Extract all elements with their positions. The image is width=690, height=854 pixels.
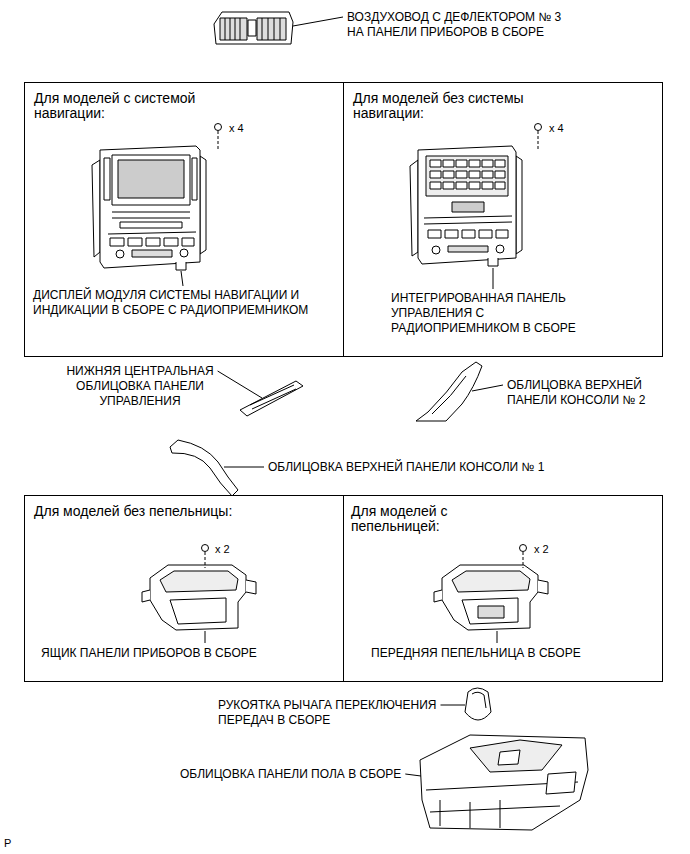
leader-line: [181, 271, 183, 286]
ashtray-figure: [434, 565, 548, 630]
navigation-unit-figure: [92, 146, 206, 270]
console-trim-2-detail: [432, 376, 466, 414]
part-name: ОБЛИЦОВКА ПАНЕЛИ ПОЛА В СБОРЕ: [180, 767, 410, 782]
variant-box: Для моделей с системой навигации:x 4 ДИСП…: [24, 82, 344, 357]
floor-panel-figure: [420, 735, 588, 830]
part-name: ДИСПЛЕЙ МОДУЛЯ СИСТЕМЫ НАВИГАЦИИ И ИНДИК…: [33, 288, 337, 318]
section-heading: Для моделей без системы навигации:: [353, 91, 558, 121]
console-trim-2-figure: [416, 362, 482, 421]
leader-line: [205, 631, 206, 643]
leader-line: [293, 17, 343, 26]
part-name: ИНТЕГРИРОВАННАЯ ПАНЕЛЬ УПРАВЛЕНИЯ С РАДИ…: [391, 291, 596, 336]
leader-line: [218, 371, 262, 398]
section-heading: Для моделей с системой навигации:: [34, 91, 239, 121]
leader-line: [441, 705, 466, 706]
part-name: ОБЛИЦОВКА ВЕРХНЕЙ ПАНЕЛИ КОНСОЛИ № 1: [268, 460, 668, 475]
part-name: ВОЗДУХОВОД С ДЕФЛЕКТОРОМ № 3 НА ПАНЕЛИ П…: [347, 10, 569, 40]
quantity-label: x 4: [229, 121, 269, 136]
section-heading: Для моделей с пепельницей:: [351, 504, 511, 534]
control-panel-figure: [410, 146, 522, 266]
screw-symbol: [202, 545, 527, 569]
air-vent-figure: [214, 12, 293, 44]
lower-trim-figure: [240, 381, 303, 416]
leader-line: [497, 631, 498, 643]
part-name: НИЖНЯЯ ЦЕНТРАЛЬНАЯ ОБЛИЦОВКА ПАНЕЛИ УПРА…: [52, 364, 228, 409]
console-trim-1-figure: [170, 440, 238, 496]
leader-line: [224, 467, 264, 468]
screw-symbol: [215, 124, 542, 151]
leader-line: [472, 385, 503, 391]
variant-box: Для моделей без пепельницы: x 2 ЯЩИК ПАНЕЛ…: [24, 495, 344, 682]
variant-box: Для моделей без системы навигации:x 4 ИНТ…: [343, 82, 663, 357]
quantity-label: x 2: [534, 542, 574, 557]
shift-knob-figure: [465, 688, 491, 720]
lower-trim-detail: [250, 385, 296, 409]
panel-box-figure: [142, 565, 256, 630]
quantity-label: x 4: [549, 121, 589, 136]
part-name: РУКОЯТКА РЫЧАГА ПЕРЕКЛЮЧЕНИЯ ПЕРЕДАЧ В С…: [218, 698, 458, 728]
section-heading: Для моделей без пепельницы:: [34, 504, 234, 519]
quantity-label: x 2: [215, 542, 255, 557]
leader-line: [493, 268, 494, 289]
variant-box: Для моделей с пепельницей: x 2 ПЕРЕДНЯЯ ПЕ…: [343, 495, 663, 682]
part-name: ПЕРЕДНЯЯ ПЕПЕЛЬНИЦА В СБОРЕ: [371, 646, 651, 661]
figure-code: P: [4, 836, 24, 851]
part-name: ЯЩИК ПАНЕЛИ ПРИБОРОВ В СБОРЕ: [41, 646, 337, 661]
leader-line: [405, 774, 421, 776]
part-name: ОБЛИЦОВКА ВЕРХНЕЙ ПАНЕЛИ КОНСОЛИ № 2: [507, 378, 679, 408]
